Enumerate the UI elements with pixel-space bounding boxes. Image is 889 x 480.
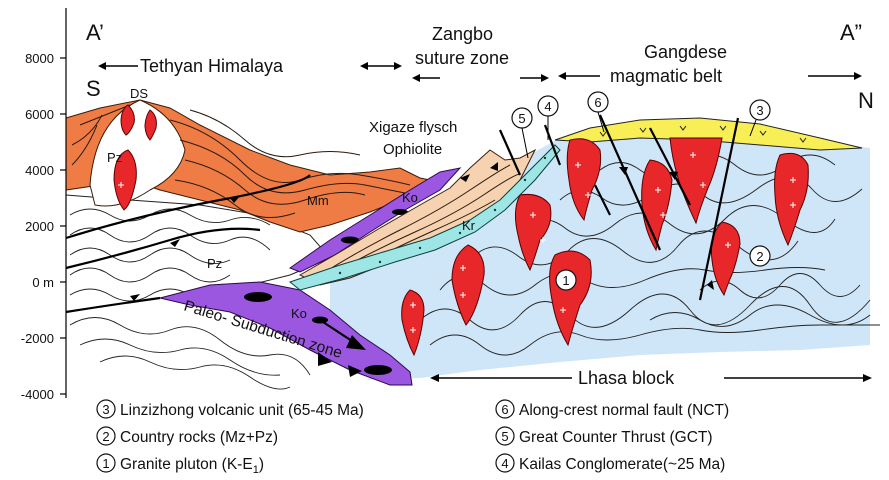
pluton-c bbox=[144, 109, 157, 141]
svg-text:Kailas Conglomerate(~25 Ma): Kailas Conglomerate(~25 Ma) bbox=[519, 456, 725, 473]
pluton-b bbox=[120, 104, 135, 136]
tethyan-himalaya-label: Tethyan Himalaya bbox=[140, 56, 284, 76]
tick-2000: 2000 bbox=[25, 219, 54, 234]
tethyan-arrows bbox=[98, 62, 402, 70]
y-axis bbox=[60, 8, 67, 398]
pluton-l bbox=[774, 152, 809, 247]
lhasa-block-label: Lhasa block bbox=[578, 368, 675, 388]
south-label: S bbox=[86, 76, 101, 101]
ophiolite-label: Ophiolite bbox=[383, 141, 442, 158]
marker-1: 1 bbox=[555, 269, 577, 291]
profile-end-label: A” bbox=[840, 20, 862, 45]
svg-text:Country rocks (Mz+Pz): Country rocks (Mz+Pz) bbox=[120, 429, 278, 446]
svg-text:5: 5 bbox=[501, 429, 508, 444]
linzizhong-volcanic-layer bbox=[554, 117, 863, 151]
pluton-j bbox=[669, 137, 723, 225]
himalaya-lower-folds bbox=[69, 208, 271, 302]
unit-ds-label: DS bbox=[130, 86, 148, 101]
svg-text:Linzizhong volcanic unit (65-4: Linzizhong volcanic unit (65-45 Ma) bbox=[120, 402, 364, 419]
gangdese-arrows bbox=[558, 72, 862, 80]
svg-text:1: 1 bbox=[562, 273, 569, 288]
profile-start-label: A’ bbox=[86, 20, 104, 45]
volcanic-v-marks bbox=[599, 125, 807, 143]
legend-item-2: 2 Country rocks (Mz+Pz) bbox=[96, 426, 278, 446]
unit-ko-upper-label: Ko bbox=[402, 190, 418, 205]
zangbo-label-2: suture zone bbox=[415, 48, 509, 68]
svg-text:4: 4 bbox=[501, 456, 508, 471]
pluton-f bbox=[514, 194, 552, 272]
teal-dots bbox=[338, 156, 547, 275]
unit-kr-label: Kr bbox=[462, 218, 476, 233]
svg-text:6: 6 bbox=[594, 95, 601, 110]
unit-ko-lower-label: Ko bbox=[291, 306, 307, 321]
north-label: N bbox=[858, 88, 874, 113]
svg-text:4: 4 bbox=[544, 99, 551, 114]
zangbo-label-1: Zangbo bbox=[432, 24, 493, 44]
legend-item-6: 6 Along-crest normal fault (NCT) bbox=[495, 399, 729, 419]
marker-5: 5 bbox=[511, 107, 533, 159]
legend-item-4: 4 Kailas Conglomerate(~25 Ma) bbox=[495, 453, 725, 473]
tick-minus-2000: -2000 bbox=[21, 331, 54, 346]
svg-text:Great Counter Thrust (GCT): Great Counter Thrust (GCT) bbox=[519, 429, 713, 446]
paleo-subduction-zone bbox=[159, 281, 413, 386]
svg-text:2: 2 bbox=[756, 249, 763, 264]
svg-text:Along-crest normal fault (NCT): Along-crest normal fault (NCT) bbox=[519, 402, 729, 419]
lower-left-folds bbox=[69, 317, 311, 390]
svg-text:1: 1 bbox=[102, 456, 109, 471]
fault-lines bbox=[65, 114, 740, 314]
lhasa-arrows bbox=[430, 374, 872, 382]
legend-item-5: 5 Great Counter Thrust (GCT) bbox=[495, 426, 713, 446]
marker-2: 2 bbox=[749, 245, 771, 267]
pluton-k bbox=[711, 221, 741, 297]
svg-text:2: 2 bbox=[102, 429, 109, 444]
paleo-arrow-head bbox=[346, 335, 366, 350]
tick-4000: 4000 bbox=[25, 163, 54, 178]
svg-text:6: 6 bbox=[501, 402, 508, 417]
zangbo-arrows bbox=[412, 74, 549, 82]
unit-pz-top-label: Pz bbox=[107, 150, 122, 165]
marker-3: 3 bbox=[749, 99, 771, 137]
unit-mm-label: Mm bbox=[307, 193, 329, 208]
tick-0: 0 m bbox=[32, 275, 54, 290]
gangdese-label-1: Gangdese bbox=[644, 42, 727, 62]
svg-text:3: 3 bbox=[102, 402, 109, 417]
pluton-e bbox=[451, 244, 485, 326]
marker-4: 4 bbox=[537, 95, 559, 140]
paleo-arrow bbox=[319, 319, 356, 344]
pluton-d bbox=[401, 289, 425, 357]
kailas-teal-strip bbox=[288, 144, 561, 291]
svg-text:3: 3 bbox=[756, 103, 763, 118]
tick-minus-4000: -4000 bbox=[21, 387, 54, 402]
thrust-arrows bbox=[130, 162, 714, 377]
y-axis-labels: 8000 6000 4000 2000 0 m -2000 -4000 bbox=[21, 51, 54, 402]
svg-text:5: 5 bbox=[518, 111, 525, 126]
legend-item-1: 1 Granite pluton (K-E1) bbox=[96, 453, 264, 476]
xigaze-flysch-label: Xigaze flysch bbox=[369, 119, 457, 136]
pluton-h bbox=[566, 138, 602, 222]
gangdese-label-2: magmatic belt bbox=[610, 66, 722, 86]
ophiolite-lenses-upper bbox=[341, 209, 408, 244]
tick-8000: 8000 bbox=[25, 51, 54, 66]
legend: 3 Linzizhong volcanic unit (65-45 Ma) 2 … bbox=[96, 399, 729, 476]
svg-text:Granite pluton (K-E1): Granite pluton (K-E1) bbox=[120, 456, 264, 476]
unit-pz-mid-label: Pz bbox=[207, 256, 222, 271]
legend-item-3: 3 Linzizhong volcanic unit (65-45 Ma) bbox=[96, 399, 364, 419]
pluton-a bbox=[113, 149, 137, 211]
tick-6000: 6000 bbox=[25, 107, 54, 122]
marker-6: 6 bbox=[587, 91, 609, 133]
